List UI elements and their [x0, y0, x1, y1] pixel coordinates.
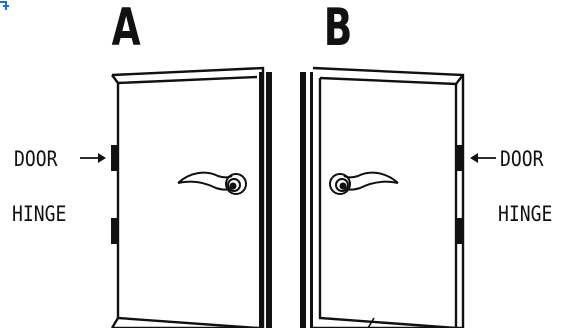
- door-b-hinge-upper: [457, 145, 464, 171]
- door-a-arrow: [80, 153, 106, 163]
- panel-b-hinge-label: HINGE: [498, 202, 553, 226]
- panel-a-hinge-label: HINGE: [12, 202, 67, 226]
- panel-b-letter: B: [323, 0, 353, 58]
- door-b-arrow: [470, 153, 496, 163]
- door-b-lever-handle: [329, 171, 399, 195]
- door-b-leaf: [312, 66, 465, 328]
- panel-a-letter: A: [111, 0, 141, 58]
- door-a-frame-jamb: [266, 72, 272, 328]
- door-a-hinge-lower: [111, 218, 118, 244]
- door-b-hinge-lower: [457, 218, 464, 244]
- door-b-frame-jamb: [300, 72, 306, 328]
- door-a: [110, 66, 272, 328]
- door-a-leaf: [111, 66, 265, 328]
- door-a-lever-handle: [177, 171, 247, 195]
- panel-a-door-label: DOOR: [14, 147, 58, 171]
- panel-b-door-label: DOOR: [500, 147, 544, 171]
- door-b: [300, 66, 465, 328]
- corner-accent-mark: [0, 1, 9, 10]
- door-a-hinge-upper: [111, 145, 118, 171]
